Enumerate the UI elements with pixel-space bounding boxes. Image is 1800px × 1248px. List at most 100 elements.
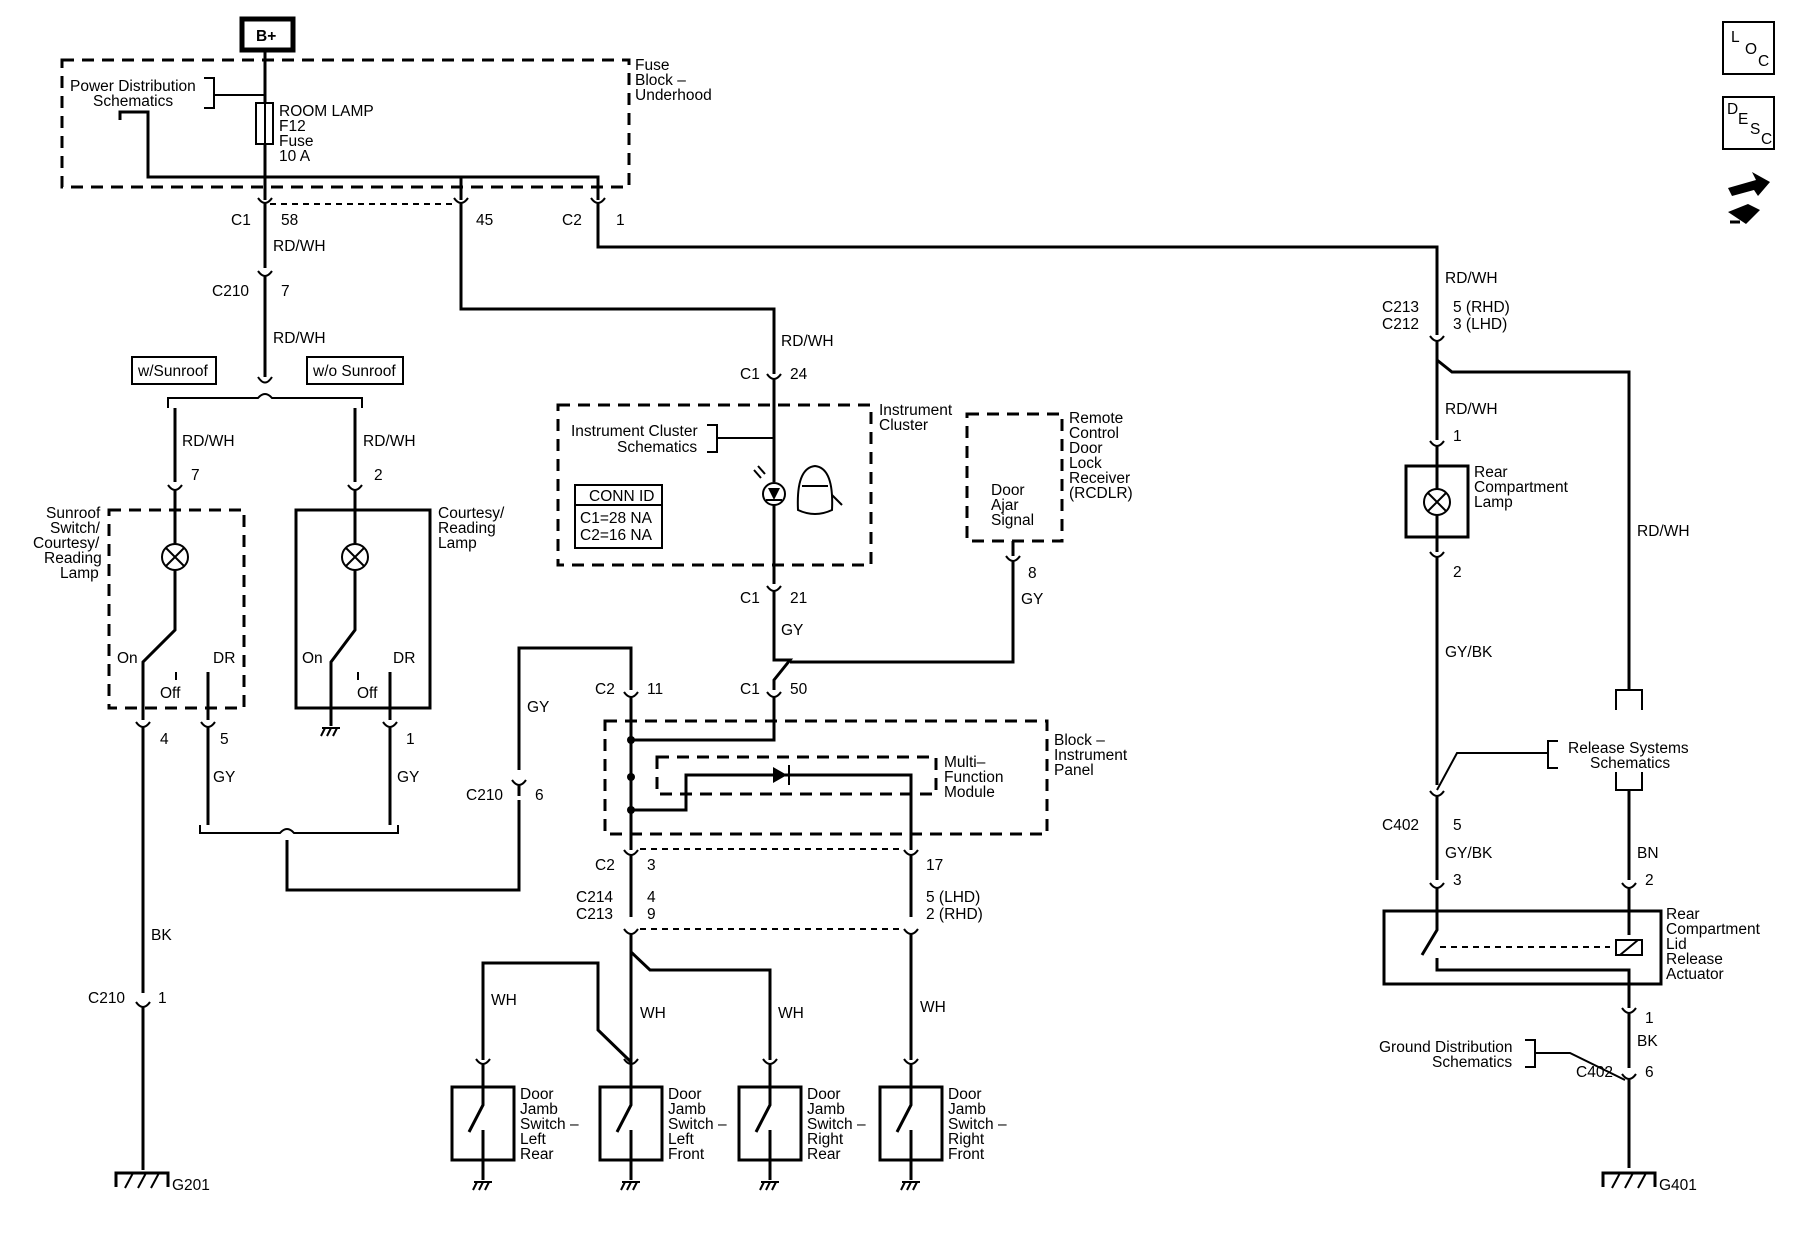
svg-text:G201: G201 — [172, 1177, 210, 1194]
hand-pointer-icon[interactable] — [1728, 172, 1770, 224]
rear-lamp-bulb — [1423, 488, 1451, 516]
pin-c214-4: 4 — [647, 889, 656, 906]
wire-label-rdwh-cluster: RD/WH — [781, 333, 834, 350]
pin-actuator-1: 1 — [1645, 1010, 1654, 1027]
svg-text:Lid: Lid — [1666, 936, 1687, 953]
pin-17: 17 — [926, 857, 943, 874]
svg-text:G401: G401 — [1659, 1177, 1697, 1194]
wire-label-rdwh-2: RD/WH — [273, 330, 326, 347]
svg-text:Instrument: Instrument — [879, 402, 953, 419]
courtesy-dr: DR — [393, 650, 415, 667]
wire-label-gy-rcdlr: GY — [1021, 591, 1043, 608]
svg-text:Receiver: Receiver — [1069, 470, 1130, 487]
door-jamb-switch-label: Front — [948, 1146, 985, 1163]
pin-rear-lamp-1: 1 — [1453, 428, 1462, 445]
svg-text:Power Distribution: Power Distribution — [70, 78, 196, 95]
svg-text:Release: Release — [1666, 951, 1723, 968]
instrument-cluster-label: Instrument Cluster — [879, 402, 953, 434]
bip-splices — [627, 736, 635, 814]
courtesy-switch — [329, 500, 392, 726]
conn-c210-6: C210 — [466, 787, 503, 804]
svg-text:Rear: Rear — [1474, 464, 1508, 481]
pin-5rhd: 5 (RHD) — [1453, 299, 1510, 316]
svg-text:C1=28 NA: C1=28 NA — [580, 510, 653, 527]
pin-11: 11 — [647, 681, 663, 698]
conn-c1-21: C1 — [740, 590, 760, 607]
conn-c1-50: C1 — [740, 681, 760, 698]
labels: C1 58 45 C2 1 RD/WH C210 7 RD/WH RD/WH R… — [88, 212, 1690, 1081]
svg-text:Compartment: Compartment — [1666, 921, 1761, 938]
option-sunroof: w/Sunroof — [131, 356, 217, 385]
svg-text:Courtesy/: Courtesy/ — [33, 535, 100, 552]
door-jamb-switch-label: Jamb — [668, 1101, 706, 1118]
wire-label-wh-1: WH — [491, 992, 517, 1009]
pin-c210-1: 1 — [158, 990, 167, 1007]
svg-text:Module: Module — [944, 784, 995, 801]
svg-text:Door: Door — [991, 482, 1025, 499]
conn-c213-right: C213 — [1382, 299, 1419, 316]
pin-courtesy-1: 1 — [406, 731, 415, 748]
bip-outline — [603, 719, 1049, 836]
sunroof-switch — [141, 500, 210, 720]
pin-c402-5: 5 — [1453, 817, 1462, 834]
wire-c213-split — [1435, 348, 1631, 690]
wire-gy-lower — [206, 736, 392, 825]
wire-door-jamb-bus — [481, 941, 913, 1065]
svg-text:Instrument Cluster: Instrument Cluster — [571, 423, 698, 440]
svg-text:B+: B+ — [256, 28, 276, 45]
svg-text:Switch/: Switch/ — [50, 520, 101, 537]
door-ajar-signal: Door Ajar Signal — [991, 482, 1034, 529]
sunroof-lamp-bulb — [161, 543, 189, 571]
pin-c210-7: 7 — [281, 283, 290, 300]
wire-label-gy-c210: GY — [527, 699, 549, 716]
svg-text:Schematics: Schematics — [1590, 755, 1670, 772]
svg-text:Door: Door — [1069, 440, 1103, 457]
release-systems-ref[interactable]: Release Systems Schematics — [1436, 689, 1689, 791]
svg-text:C: C — [1761, 131, 1772, 148]
pin-c2-1: 1 — [616, 212, 625, 229]
power-distribution-ref[interactable]: Power Distribution Schematics — [70, 77, 265, 110]
ground-distribution-ref[interactable]: Ground Distribution Schematics — [1379, 1039, 1626, 1081]
door-jamb-switch-label: Left — [668, 1131, 695, 1148]
pin-c210-6: 6 — [535, 787, 544, 804]
wire-label-rdwh-4: RD/WH — [363, 433, 416, 450]
sunroof-lamp-label: Sunroof Switch/ Courtesy/ Reading Lamp — [33, 505, 102, 582]
courtesy-on: On — [302, 650, 323, 667]
b-plus-terminal: B+ — [239, 16, 296, 53]
conn-c210-1: C210 — [88, 990, 125, 1007]
wire-label-rdwh-right-3: RD/WH — [1637, 523, 1690, 540]
svg-text:S: S — [1750, 121, 1760, 138]
pin-c402-6: 6 — [1645, 1064, 1654, 1081]
ground-g401: G401 — [1601, 1171, 1697, 1194]
door-jamb-switch-label: Rear — [520, 1146, 554, 1163]
pin-sunroof-5: 5 — [220, 731, 229, 748]
release-solenoid — [1615, 939, 1643, 956]
svg-text:Function: Function — [944, 769, 1003, 786]
svg-text:Block –: Block – — [1054, 732, 1105, 749]
pin-21: 21 — [790, 590, 807, 607]
wire-label-bk-2: BK — [1637, 1033, 1658, 1050]
cluster-schematics-ref[interactable]: Instrument Cluster Schematics — [571, 423, 774, 456]
wire-label-gy-cluster: GY — [781, 622, 803, 639]
fuse-block-outline — [60, 58, 631, 189]
svg-text:Instrument: Instrument — [1054, 747, 1128, 764]
svg-text:Rear: Rear — [1666, 906, 1700, 923]
svg-text:Block –: Block – — [635, 72, 686, 89]
wire-label-rdwh-3: RD/WH — [182, 433, 235, 450]
car-door-open-icon — [796, 464, 843, 515]
svg-text:Ajar: Ajar — [991, 497, 1019, 514]
svg-text:Ground Distribution: Ground Distribution — [1379, 1039, 1513, 1056]
svg-text:C2=16 NA: C2=16 NA — [580, 527, 653, 544]
fuse-block-label: Fuse Block – Underhood — [635, 57, 712, 104]
svg-text:Reading: Reading — [44, 550, 102, 567]
wire-c1-21-50 — [772, 598, 794, 690]
svg-text:D: D — [1727, 101, 1738, 118]
pin-58: 58 — [281, 212, 298, 229]
desc-icon[interactable]: D E S C — [1722, 96, 1775, 150]
loc-icon[interactable]: L O C — [1722, 21, 1775, 75]
mfm-label: Multi– Function Module — [944, 754, 1003, 801]
bip-label: Block – Instrument Panel — [1054, 732, 1128, 779]
wire-bip-bus — [629, 704, 913, 850]
sunroof-off: Off — [160, 685, 181, 702]
wire-label-bk-1: BK — [151, 927, 172, 944]
